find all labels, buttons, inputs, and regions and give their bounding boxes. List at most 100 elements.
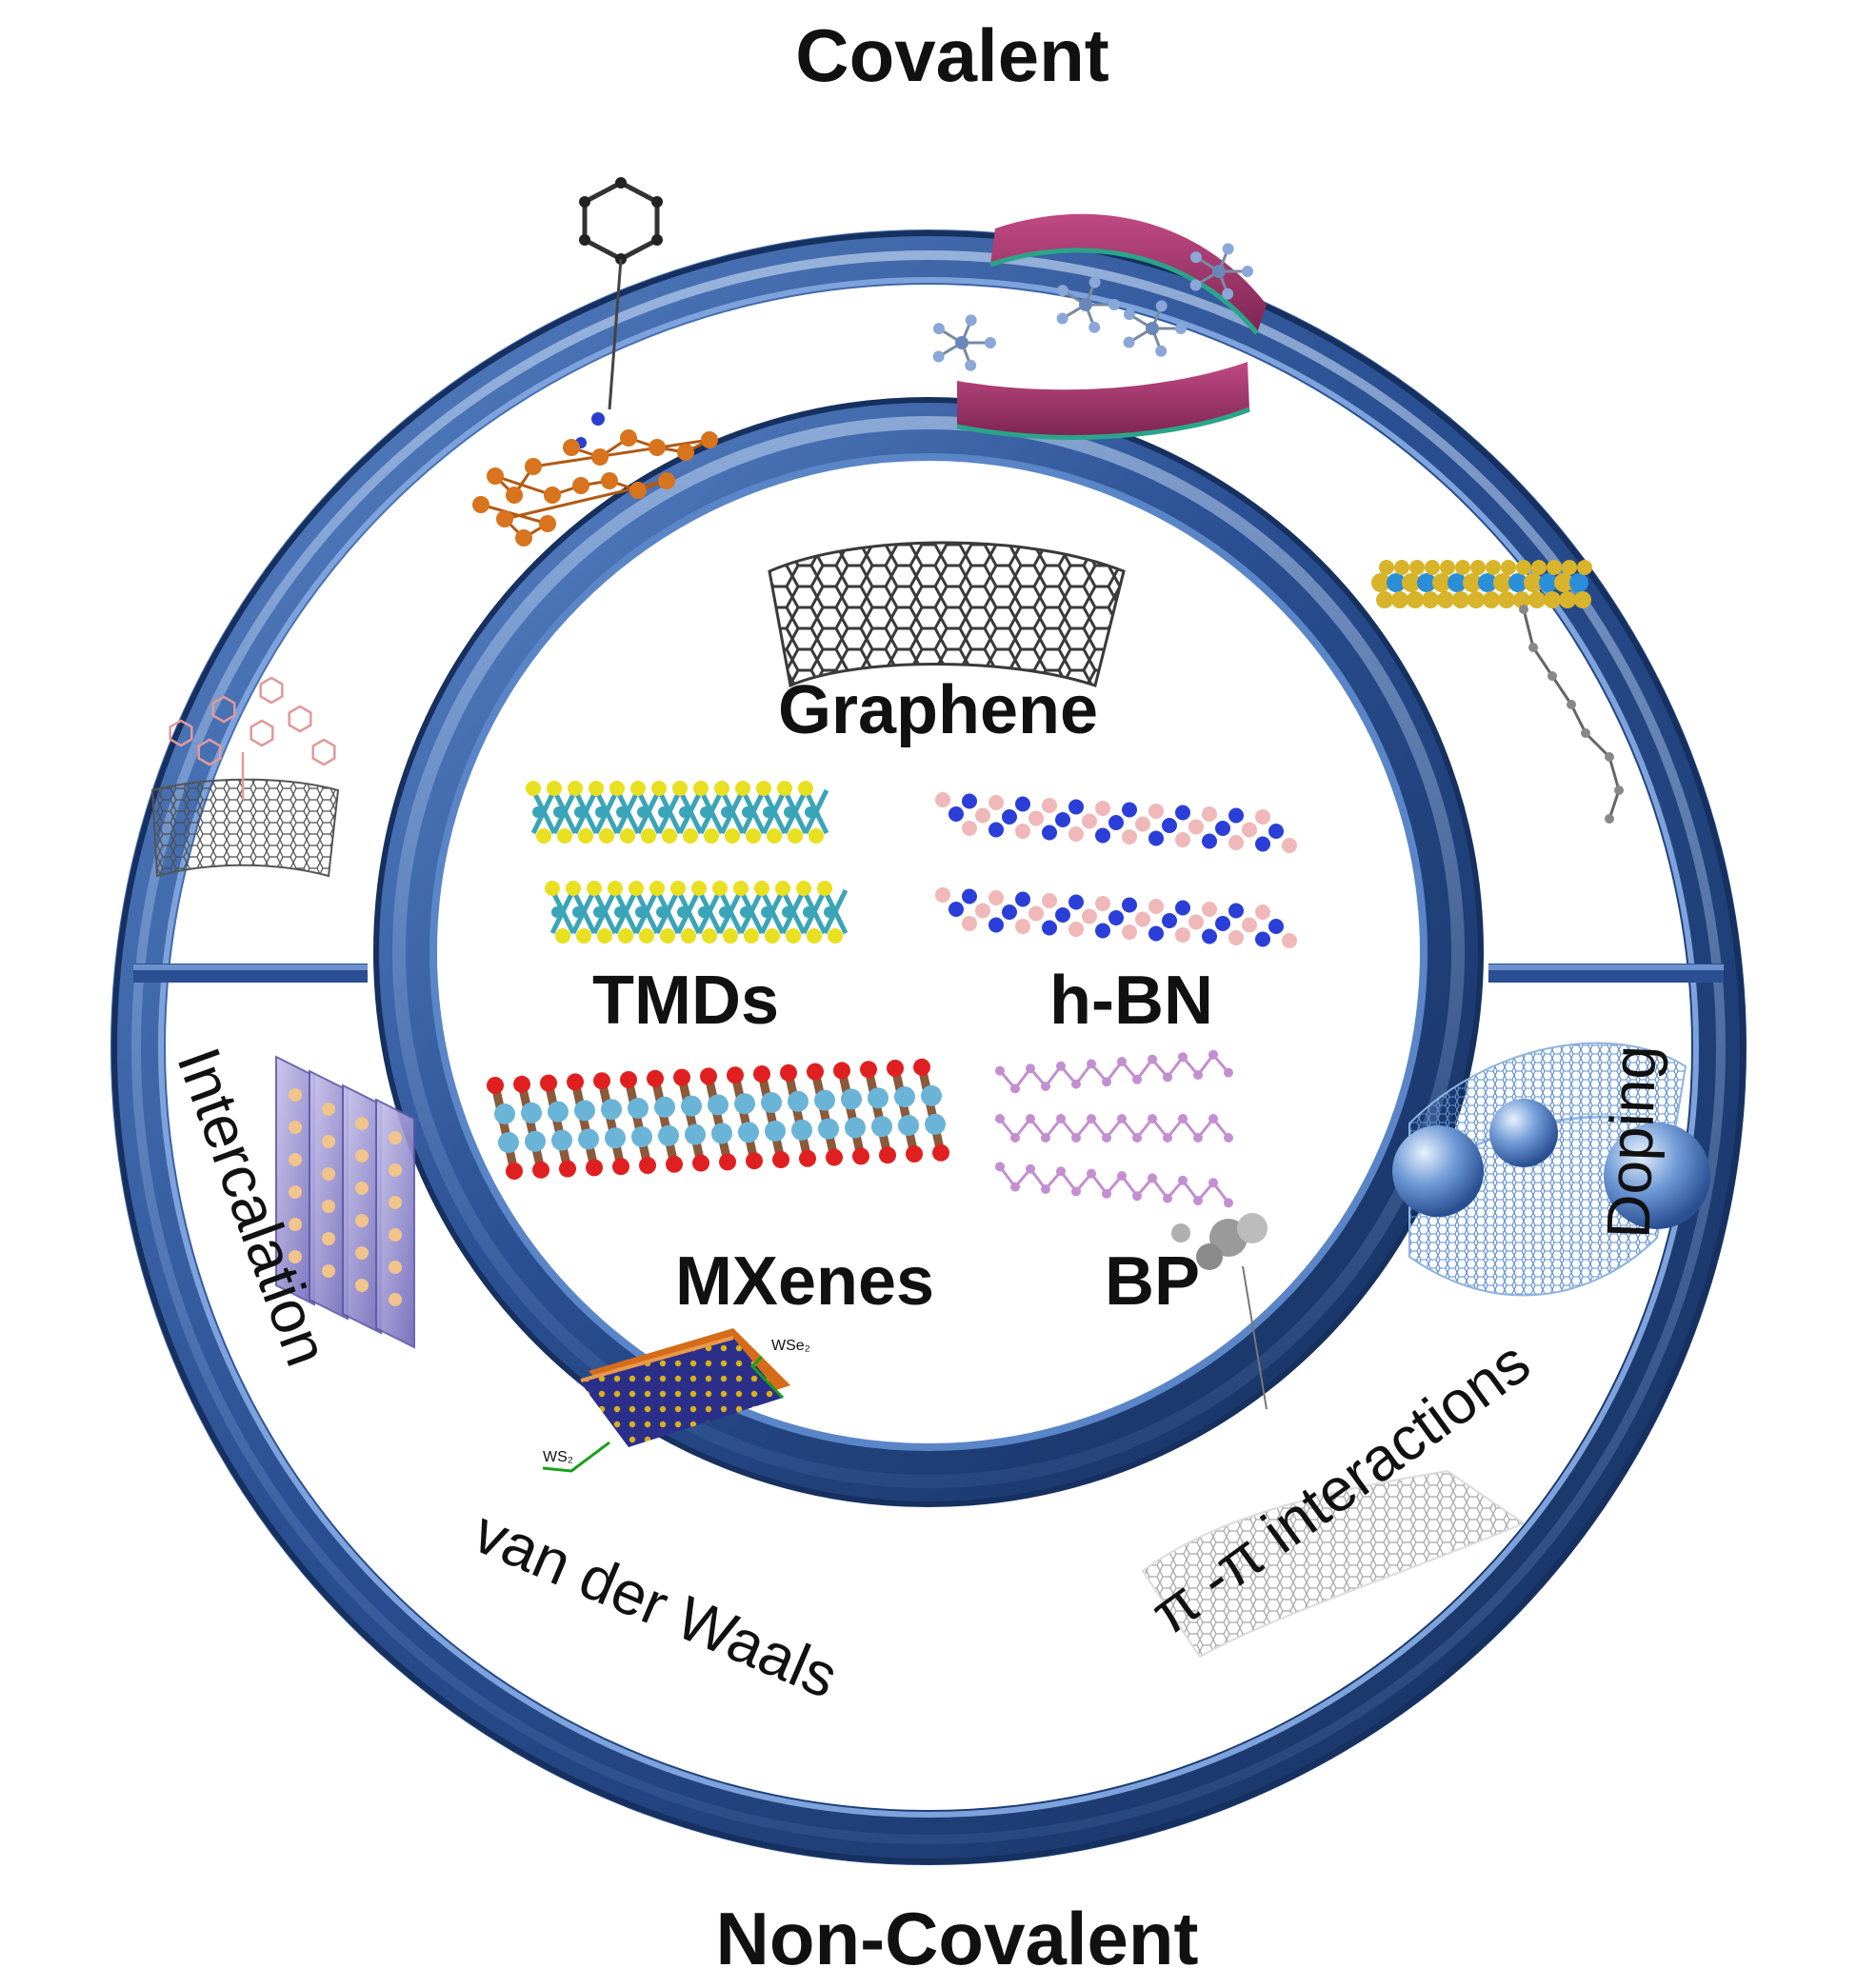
atom <box>988 917 1004 933</box>
atom <box>1222 288 1234 300</box>
metal-atom <box>721 806 732 818</box>
vdw-heterostructure <box>542 1328 790 1473</box>
atom <box>1082 813 1097 829</box>
sulfur-atom <box>691 881 707 896</box>
atom <box>1486 560 1501 575</box>
atom <box>962 793 977 809</box>
atom <box>1391 591 1408 608</box>
atom <box>1175 927 1190 943</box>
titanium-atom <box>498 1132 519 1153</box>
atom <box>1188 819 1204 835</box>
oxygen-atom <box>807 1063 824 1081</box>
metal-atom <box>614 906 626 918</box>
atom <box>1478 573 1497 592</box>
inner-ring <box>373 397 1484 1507</box>
atom <box>1483 591 1500 608</box>
titanium-atom <box>551 1129 572 1151</box>
atom <box>1002 905 1017 920</box>
doping-label: Doping <box>1593 1044 1668 1240</box>
atom <box>975 807 990 824</box>
bond <box>494 474 553 497</box>
titanium-atom <box>898 1115 919 1136</box>
atom <box>955 336 968 349</box>
oxygen-atom <box>799 1149 816 1167</box>
atom <box>1463 573 1482 592</box>
bond <box>635 788 662 835</box>
layer <box>375 1098 415 1349</box>
atom <box>1379 560 1394 575</box>
iron-atom <box>620 429 637 447</box>
atom <box>1528 591 1546 608</box>
iron-atom <box>701 431 718 448</box>
oxygen-atom <box>666 1155 683 1173</box>
sulfur-atom <box>568 781 583 796</box>
atom <box>1498 591 1515 608</box>
ion <box>289 1153 302 1166</box>
atom <box>1155 345 1168 357</box>
atom <box>1042 798 1057 813</box>
atom <box>1148 925 1164 942</box>
sulfur-atom <box>589 781 604 796</box>
atom <box>965 359 977 371</box>
sulfur-atom <box>681 928 696 944</box>
atom <box>1056 312 1068 325</box>
sulfur-atom <box>576 928 591 944</box>
atom <box>1228 807 1244 824</box>
oxygen-atom <box>727 1066 744 1084</box>
metal-atom <box>635 906 647 918</box>
ion <box>289 1088 302 1102</box>
atom <box>1108 910 1124 925</box>
atom <box>1567 700 1576 709</box>
atom <box>1028 905 1044 922</box>
atom <box>1516 560 1531 575</box>
atom <box>1175 832 1190 847</box>
ion <box>322 1264 335 1278</box>
bond <box>917 1065 946 1154</box>
atom <box>1123 308 1135 321</box>
titanium-atom <box>734 1093 755 1115</box>
atom <box>1242 266 1253 277</box>
bond <box>803 788 829 835</box>
atom <box>985 337 996 348</box>
bond <box>738 888 765 935</box>
ring <box>250 719 274 747</box>
atom <box>1015 919 1030 934</box>
atom <box>1108 815 1124 830</box>
oxygen-atom <box>487 1077 504 1094</box>
bond <box>782 788 809 835</box>
atom <box>1528 643 1538 652</box>
atom <box>1417 573 1436 592</box>
atom <box>1282 838 1297 853</box>
bond <box>698 788 725 835</box>
bond <box>633 888 660 935</box>
sulfur-atom <box>714 781 729 796</box>
sulfur-atom <box>788 828 803 844</box>
atom <box>1175 323 1187 334</box>
atom <box>1605 752 1614 762</box>
sulfur-atom <box>725 828 740 844</box>
sulfur-atom <box>660 928 675 944</box>
atom <box>1452 591 1469 608</box>
oxygen-atom <box>833 1062 850 1080</box>
ion <box>322 1135 335 1148</box>
bond <box>784 1071 812 1160</box>
titanium-atom <box>921 1084 942 1106</box>
bond <box>551 788 578 835</box>
bond <box>612 888 639 935</box>
sulfur-atom <box>649 881 665 896</box>
non-covalent-label: Non-Covalent <box>716 1897 1199 1980</box>
oxygen-atom <box>513 1075 530 1093</box>
oxygen-atom <box>673 1068 690 1086</box>
atom <box>1162 913 1177 928</box>
sulfur-atom <box>712 881 728 896</box>
metal-atom <box>824 906 835 918</box>
oxygen-atom <box>593 1072 610 1090</box>
atom <box>1122 829 1137 845</box>
layer <box>342 1083 382 1335</box>
titanium-atom <box>654 1096 675 1118</box>
atom <box>1189 279 1202 291</box>
sulfur-atom <box>547 781 562 796</box>
oxygen-atom <box>879 1146 896 1164</box>
ion <box>389 1261 402 1274</box>
atom <box>1437 591 1454 608</box>
